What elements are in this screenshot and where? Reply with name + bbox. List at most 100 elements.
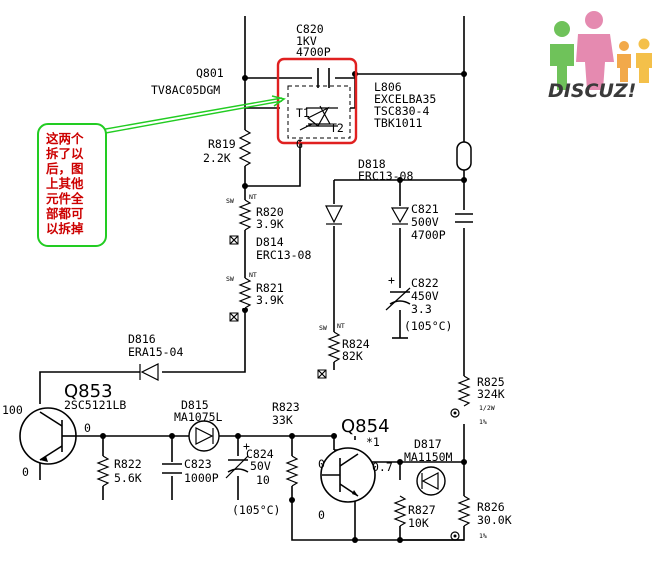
- callout-line-4: 上其他: [46, 176, 84, 191]
- r827-ref: R827: [408, 503, 436, 517]
- d816-part: ERA15-04: [128, 345, 183, 359]
- d814-ref: D814: [256, 235, 284, 249]
- c820-capacitor: C820 1KV 4700P: [296, 22, 335, 88]
- r823-resistor: R823 33K: [272, 400, 300, 487]
- q854-emitter-voltage: 0: [318, 508, 325, 522]
- triac-t2-label: T2: [330, 121, 344, 135]
- c821-capacitor: C821 500V 4700P: [390, 202, 473, 242]
- l806-inductor: L806 EXCELBA35 TSC830-4 TBK1011: [374, 80, 472, 171]
- q853-transistor: Q853 2SC5121LB: [19, 381, 126, 465]
- r826-ref: R826: [477, 500, 505, 514]
- r820-nt-tag: NT: [249, 193, 257, 201]
- d815-part: MA1075L: [174, 410, 223, 424]
- r821-value: 3.9K: [256, 293, 284, 307]
- c822-capacitor: + C822 450V 3.3 (105°C): [385, 273, 452, 333]
- d817-diode: D817 MA1150M: [404, 437, 453, 496]
- r823-value: 33K: [272, 413, 293, 427]
- c823-capacitor: C823 1000P: [162, 457, 219, 485]
- d814-label: D814 ERC13-08: [256, 235, 311, 262]
- r819-resistor: R819 2.2K: [203, 129, 252, 167]
- callout-line-5: 元件全: [46, 191, 84, 206]
- q854-transistor: Q854 *1: [320, 416, 390, 503]
- d817-ref: D817: [414, 437, 442, 451]
- r822-value: 5.6K: [114, 471, 142, 485]
- r820-sw-tag: SW: [226, 197, 234, 205]
- d818-part: ERC13-08: [358, 169, 413, 183]
- callout: 这两个 拆了以 后，图 上其他 元件全 部都可 以拆掉: [37, 95, 286, 247]
- c823-ref: C823: [184, 457, 212, 471]
- d817-part: MA1150M: [404, 450, 453, 464]
- c823-value: 1000P: [184, 471, 219, 485]
- l806-spec: TBK1011: [374, 116, 423, 130]
- c821-value: 4700P: [411, 228, 446, 242]
- l806-part: EXCELBA35: [374, 92, 436, 106]
- callout-box: [37, 123, 107, 247]
- r825-resistor: R825 324K 1/2W 1%: [450, 375, 505, 426]
- q854-collector-voltage: 0.7: [372, 460, 393, 474]
- l806-code: TSC830-4: [374, 104, 429, 118]
- people-icon: [550, 11, 652, 90]
- junction-dots: [100, 71, 467, 543]
- r820-value: 3.9K: [256, 217, 284, 231]
- c824-value: 10: [256, 473, 270, 487]
- c822-value: 3.3: [411, 302, 432, 316]
- logo-text: DISCUZ!: [548, 80, 636, 102]
- r826-value: 30.0K: [477, 513, 512, 527]
- r824-ref: R824: [342, 337, 370, 351]
- d816-ref: D816: [128, 332, 156, 346]
- d814-part: ERC13-08: [256, 248, 311, 262]
- r825-ref: R825: [477, 375, 505, 389]
- r820-resistor: SW NT R820 3.9K: [226, 193, 284, 245]
- r821-resistor: SW NT R821 3.9K: [226, 271, 284, 322]
- r825-tolerance: 1%: [479, 418, 487, 426]
- r822-ref: R822: [114, 457, 142, 471]
- d816-diode: D816 ERA15-04: [128, 332, 183, 381]
- q854-ref: Q854: [341, 416, 390, 437]
- r827-value: 10K: [408, 516, 429, 530]
- triac-t1-label: T1: [296, 106, 310, 120]
- d818-ref: D818: [358, 157, 386, 171]
- l806-ref: L806: [374, 80, 402, 94]
- r824-sw-tag: SW: [319, 324, 327, 332]
- r821-nt-tag: NT: [249, 271, 257, 279]
- r824-resistor: SW NT R824 82K: [317, 322, 370, 379]
- c824-plus: +: [243, 439, 250, 453]
- callout-line-6: 部都可: [46, 206, 84, 221]
- r819-value: 2.2K: [203, 151, 231, 165]
- c824-rating: 50V: [250, 459, 271, 473]
- c824-capacitor: + C824 50V 10 (105°C): [225, 439, 280, 517]
- r821-ref: R821: [256, 281, 284, 295]
- r826-resistor: R826 30.0K 1%: [450, 495, 512, 541]
- r827-resistor: R827 10K: [393, 495, 436, 530]
- q853-collector-voltage: 0: [84, 421, 91, 435]
- r824-nt-tag: NT: [337, 322, 345, 330]
- q854-note: *1: [366, 435, 380, 449]
- q853-part: 2SC5121LB: [64, 398, 126, 412]
- r823-ref: R823: [272, 400, 300, 414]
- c821-ref: C821: [411, 202, 439, 216]
- c822-ref: C822: [411, 276, 439, 290]
- callout-line-1: 这两个: [46, 131, 84, 146]
- triac-highlight-box: [276, 57, 358, 145]
- r825-value: 324K: [477, 387, 505, 401]
- c822-rating: 450V: [411, 289, 439, 303]
- r821-sw-tag: SW: [226, 275, 234, 283]
- callout-line-7: 以拆掉: [46, 221, 84, 236]
- q801-ref: Q801: [196, 66, 224, 80]
- r819-ref: R819: [208, 137, 236, 151]
- q854-base-voltage: 0: [318, 457, 325, 471]
- q853-emitter-voltage: 0: [22, 465, 29, 479]
- callout-line-3: 后，图: [46, 161, 84, 176]
- c824-temp: (105°C): [232, 503, 280, 517]
- d815-ref: D815: [181, 398, 209, 412]
- d815-diode: D815 MA1075L: [174, 398, 223, 452]
- c822-temp: (105°C): [404, 319, 452, 333]
- voltage-readings: 100 0 0 0.7 0 0: [2, 403, 393, 522]
- r824-value: 82K: [342, 349, 363, 363]
- c820-rating: 1KV: [296, 34, 317, 48]
- q801-part: TV8AC05DGM: [151, 83, 220, 97]
- c821-rating: 500V: [411, 215, 439, 229]
- q853-ref: Q853: [64, 381, 113, 402]
- d818-diode: D818 ERC13-08: [325, 157, 413, 226]
